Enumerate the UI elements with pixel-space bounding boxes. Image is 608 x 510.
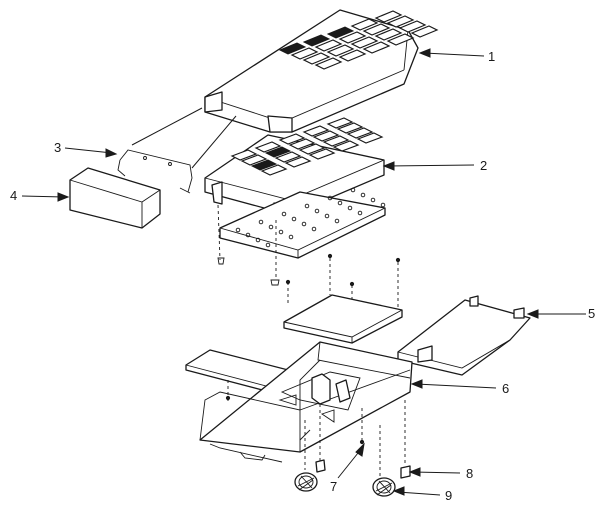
key-icon — [356, 132, 384, 144]
key-icon — [264, 146, 292, 158]
key-icon — [386, 33, 415, 46]
screw — [315, 439, 365, 473]
key-icon — [284, 156, 312, 168]
bottom-case — [199, 341, 413, 463]
circuit-board — [219, 187, 386, 259]
callout-label: 5 — [588, 306, 595, 321]
contact-dot — [347, 205, 353, 211]
callout-label: 2 — [480, 158, 487, 173]
callouts: 1 2 3 4 5 6 7 — [10, 48, 595, 503]
board-screws — [217, 257, 280, 286]
key-icon — [302, 125, 330, 137]
contact-dot — [350, 187, 356, 193]
contact-dot — [278, 229, 284, 235]
key-icon — [338, 49, 367, 62]
contact-dot — [357, 210, 363, 216]
key-icon — [302, 52, 331, 65]
display-board — [283, 294, 403, 344]
key-icon — [332, 140, 360, 152]
contact-dot — [265, 242, 271, 248]
key-icon — [362, 41, 391, 54]
rubber-foot — [294, 472, 396, 497]
keypad-housing-top — [204, 9, 439, 133]
key-icon — [362, 23, 391, 36]
key-icon — [374, 10, 403, 23]
contact-dot — [258, 219, 264, 225]
key-icon — [398, 20, 427, 33]
callout-label: 3 — [54, 140, 61, 155]
key-icon — [230, 149, 258, 161]
key-icon — [350, 36, 379, 49]
key-icon — [312, 130, 340, 142]
contact-dot — [370, 197, 376, 203]
clip — [400, 465, 411, 479]
key-icon — [250, 159, 278, 171]
key-icon — [410, 25, 439, 38]
contact-dot — [235, 227, 241, 233]
key-icon — [336, 122, 364, 134]
key-icon — [260, 164, 288, 176]
key-icon — [298, 143, 326, 155]
key-icon — [350, 18, 379, 31]
contact-dot — [380, 202, 386, 208]
key-icon — [374, 28, 403, 41]
key-icon — [290, 47, 319, 60]
callout-label: 1 — [488, 49, 495, 64]
key-icon — [322, 135, 350, 147]
callout-label: 9 — [445, 488, 452, 503]
key-icon — [278, 133, 306, 145]
callout-label: 6 — [502, 381, 509, 396]
contact-dot — [314, 208, 320, 214]
contact-dot — [304, 203, 310, 209]
key-icon — [326, 44, 355, 57]
key-icon — [278, 42, 307, 55]
callout-9: 9 — [392, 486, 452, 503]
display-screws — [285, 253, 401, 287]
key-icon — [308, 148, 336, 160]
contact-dot — [337, 200, 343, 206]
contact-dot — [268, 224, 274, 230]
contact-dot — [255, 237, 261, 243]
callout-3: 3 — [54, 140, 118, 158]
callout-label: 7 — [330, 479, 337, 494]
callout-label: 4 — [10, 188, 17, 203]
callout-label: 8 — [466, 466, 473, 481]
key-icon — [386, 15, 415, 28]
keypad-frame — [204, 117, 385, 221]
callout-2: 2 — [382, 158, 487, 173]
contact-dot — [291, 216, 297, 222]
contact-dot — [288, 234, 294, 240]
battery-clip — [117, 149, 193, 194]
callout-7: 7 — [330, 442, 365, 494]
callout-1: 1 — [418, 48, 495, 64]
key-icon — [240, 154, 268, 166]
contact-dot — [301, 221, 307, 227]
key-icon — [288, 138, 316, 150]
contact-dot — [334, 218, 340, 224]
key-icon — [346, 127, 374, 139]
callout-6: 6 — [410, 379, 509, 396]
contact-dot — [281, 211, 287, 217]
key-icon — [254, 141, 282, 153]
contact-dot — [311, 226, 317, 232]
battery-door — [397, 295, 531, 376]
callout-4: 4 — [10, 188, 70, 203]
key-icon — [314, 57, 343, 70]
battery — [69, 167, 161, 229]
contact-dot — [327, 195, 333, 201]
contact-dot — [360, 192, 366, 198]
key-icon — [314, 39, 343, 52]
callout-8: 8 — [408, 466, 473, 481]
key-icon — [326, 117, 354, 129]
callout-5: 5 — [526, 306, 595, 321]
key-icon — [274, 151, 302, 163]
key-icon — [326, 26, 355, 39]
contact-dot — [324, 213, 330, 219]
contact-dot — [245, 232, 251, 238]
key-icon — [302, 34, 331, 47]
key-icon — [338, 31, 367, 44]
